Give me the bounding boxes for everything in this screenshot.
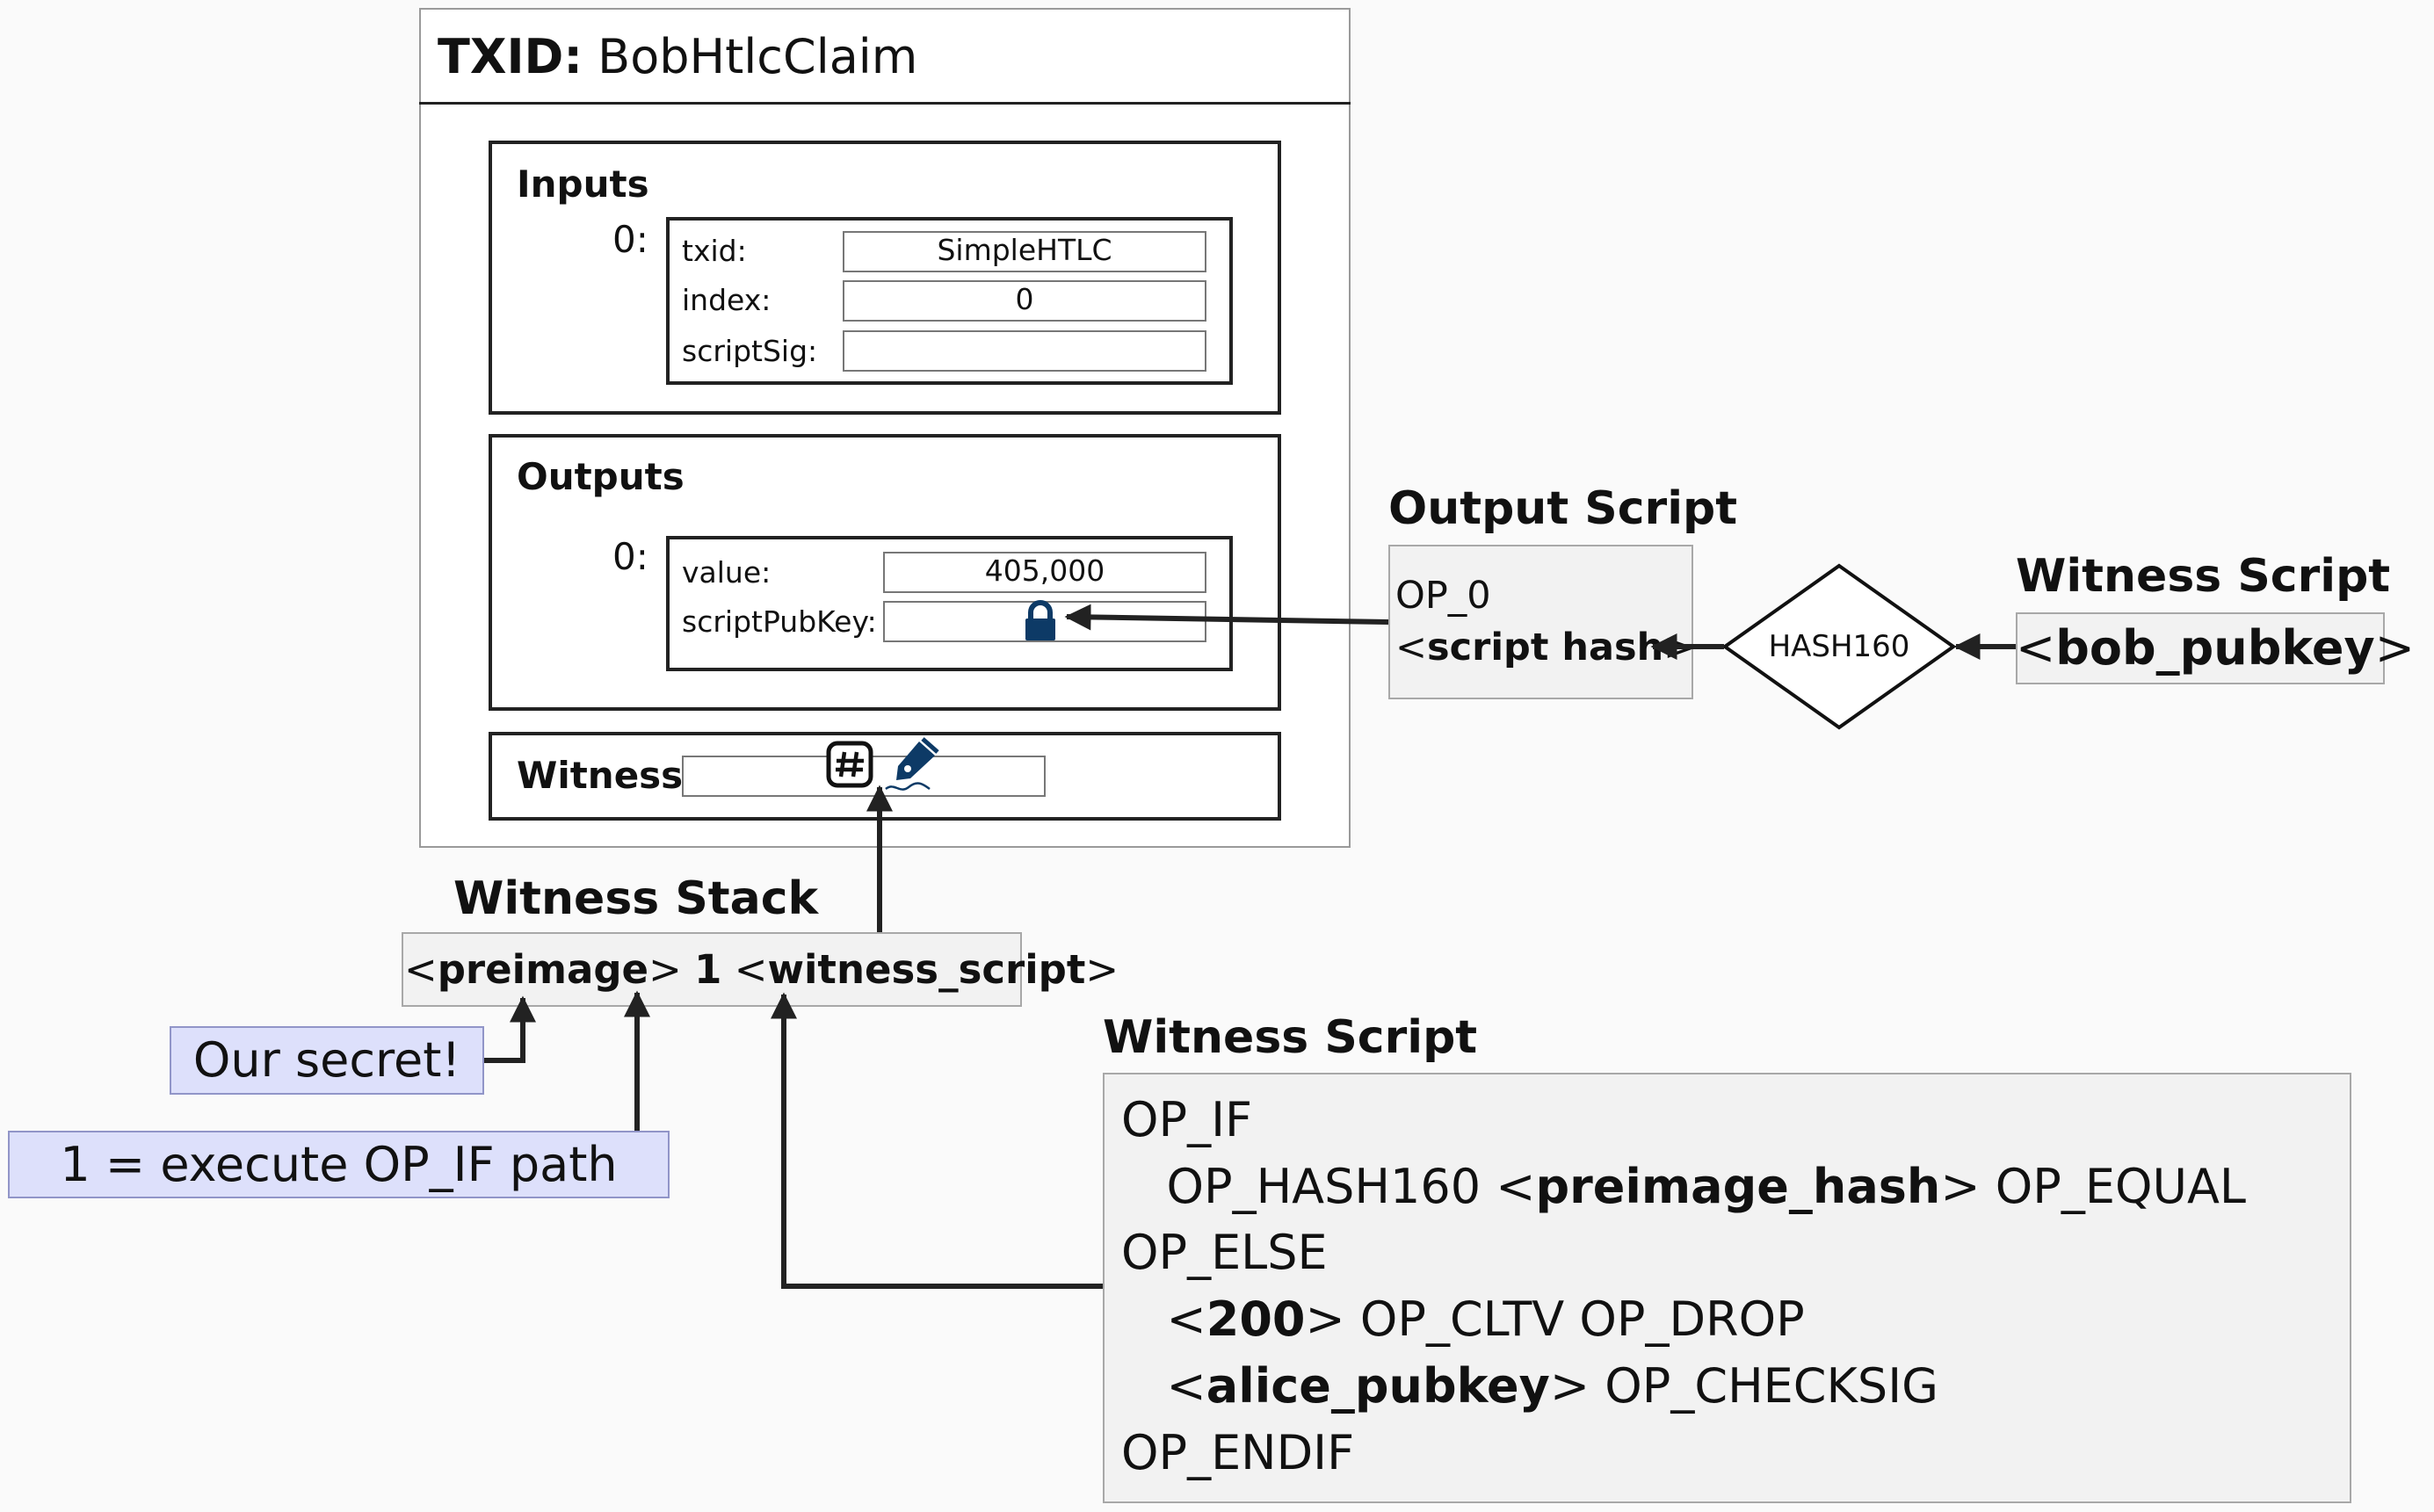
input-txid-value: SimpleHTLC xyxy=(843,231,1206,272)
witness-stack-box xyxy=(402,932,1022,1007)
pubkey-witness-script-box xyxy=(2016,612,2385,684)
input-scriptsig-value xyxy=(843,330,1206,372)
pubkey-witness-script-heading: Witness Script xyxy=(2016,550,2391,603)
ws-cltv-pre: < xyxy=(1121,1291,1206,1347)
ws-checksig-pre: < xyxy=(1121,1358,1206,1414)
output-scriptpubkey-label: scriptPubKey: xyxy=(682,604,877,639)
witness-script-line-endif: OP_ENDIF xyxy=(1121,1425,1355,1480)
input-txid-label: txid: xyxy=(682,234,747,268)
bob-pubkey-label: bob_pubkey xyxy=(2055,620,2375,676)
transaction-header xyxy=(419,8,1351,105)
witness-script-line-cltv: <200> OP_CLTV OP_DROP xyxy=(1121,1289,1805,1350)
witness-script-box xyxy=(1103,1073,2351,1503)
ws-preimage-hash: preimage_hash xyxy=(1535,1159,1941,1214)
output-index: 0: xyxy=(612,535,648,578)
ws-checksig-post: > OP_CHECKSIG xyxy=(1549,1358,1938,1414)
output-script-heading: Output Script xyxy=(1388,482,1738,535)
witness-script-line-hash: OP_HASH160 <preimage_hash> OP_EQUAL xyxy=(1121,1156,2246,1218)
ws-cltv-post: > OP_CLTV OP_DROP xyxy=(1305,1291,1805,1347)
arrow-secret-to-preimage xyxy=(484,995,536,1063)
inputs-label: Inputs xyxy=(517,163,649,206)
witness-script-line-else: OP_ELSE xyxy=(1121,1225,1328,1280)
transaction-title: TXID: BobHtlcClaim xyxy=(438,26,917,88)
stack-item-witness-script: witness_script xyxy=(767,946,1086,993)
output-value-value: 405,000 xyxy=(883,552,1206,593)
if-path-callout: 1 = execute OP_IF path xyxy=(8,1131,670,1198)
output-script-open: < xyxy=(1395,626,1428,669)
stack-open-1: < xyxy=(404,946,438,993)
output-script-hash-line: <script hash> xyxy=(1395,625,1695,670)
stack-item-preimage: preimage xyxy=(437,946,649,993)
stack-item-one: 1 xyxy=(694,946,722,993)
witness-script-line-checksig: <alice_pubkey> OP_CHECKSIG xyxy=(1121,1356,1938,1417)
ws-hash-post: > OP_EQUAL xyxy=(1940,1159,2247,1214)
output-value-label: value: xyxy=(682,555,771,590)
output-script-hash-label: script hash xyxy=(1427,626,1664,669)
stack-close-1: > xyxy=(648,946,682,993)
witness-script-line-if: OP_IF xyxy=(1121,1092,1253,1147)
witness-stack-heading: Witness Stack xyxy=(453,872,819,925)
input-index: 0: xyxy=(612,218,648,261)
pubkey-witness-script-text: <bob_pubkey> xyxy=(2016,612,2415,684)
output-script-box xyxy=(1388,545,1693,699)
arrow-output-script-to-lock xyxy=(1064,604,1389,631)
ws-locktime: 200 xyxy=(1206,1291,1306,1347)
txid-value: BobHtlcClaim xyxy=(598,29,918,84)
input-scriptsig-label: scriptSig: xyxy=(682,334,818,368)
ws-alice-pubkey: alice_pubkey xyxy=(1206,1358,1550,1414)
witness-script-heading: Witness Script xyxy=(1103,1011,1478,1064)
hash160-node xyxy=(1722,563,1956,730)
ws-hash-pre: OP_HASH160 < xyxy=(1121,1159,1536,1214)
witness-label: Witness xyxy=(517,754,684,797)
input-index-label: index: xyxy=(682,283,771,317)
hash-icon xyxy=(826,741,873,788)
pubkey-open: < xyxy=(2016,620,2056,676)
outputs-label: Outputs xyxy=(517,455,685,498)
lock-icon xyxy=(1025,600,1055,640)
output-script-op0: OP_0 xyxy=(1395,574,1491,618)
hash160-label: HASH160 xyxy=(1768,629,1910,664)
stack-close-3: > xyxy=(1085,946,1119,993)
pubkey-close: > xyxy=(2374,620,2415,676)
witness-stack-items: <preimage> 1 <witness_script> xyxy=(404,947,1119,993)
secret-callout: Our secret! xyxy=(170,1026,484,1095)
arrow-witness-script-to-stack xyxy=(771,992,1103,1289)
txid-label: TXID: xyxy=(438,29,583,84)
input-index-value: 0 xyxy=(843,280,1206,322)
stack-open-3: < xyxy=(734,946,768,993)
